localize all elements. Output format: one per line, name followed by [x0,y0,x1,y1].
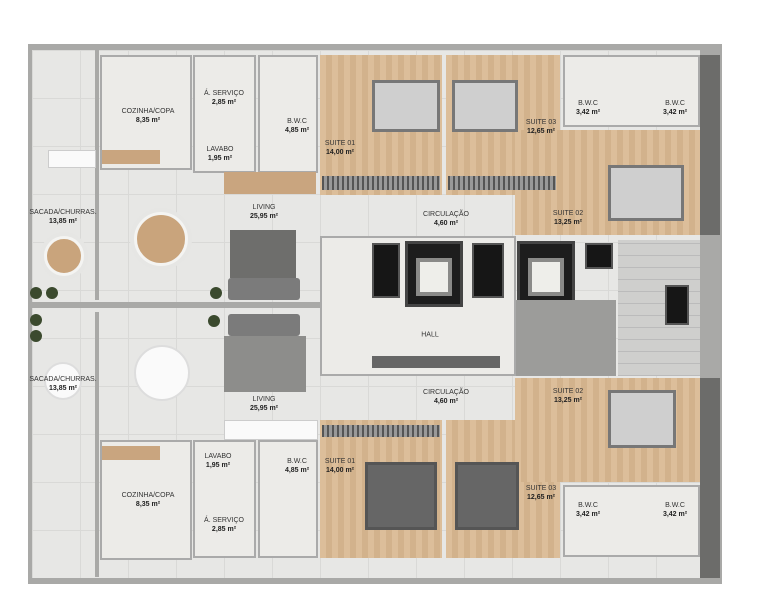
bed [608,390,676,448]
service-lavabo-bottom [193,440,256,558]
facade-right-bottom [700,378,720,578]
balcony-divider-bottom [95,312,99,577]
kitchen-bottom [100,440,192,560]
bed [452,80,518,132]
bwc-pair-top [563,55,700,127]
plant [46,287,58,299]
shaft [665,285,689,325]
rug [230,230,296,278]
bbq-counter-top [48,150,96,168]
shaft [585,243,613,269]
tv-panel-top [224,172,316,194]
room-label-balcony: SACADA/CHURRAS.13,85 m² [29,209,97,225]
kitchen-island-top [102,150,160,164]
plant [30,314,42,326]
sofa [228,314,300,336]
bed [608,165,684,221]
bed [455,462,519,530]
shaft [472,243,504,298]
dining-table [134,212,188,266]
rug [224,336,306,392]
bwc-top [258,55,318,173]
elevator-2 [517,241,575,307]
bwc-pair-bottom [563,485,700,557]
stair-landing [516,300,616,376]
wardrobe [322,176,440,190]
room-label-hall: HALL [421,331,439,339]
wardrobe [448,176,556,190]
wardrobe [322,425,440,437]
plant [208,315,220,327]
balcony-table [44,362,82,400]
plant [30,330,42,342]
plant [30,287,42,299]
plant [210,287,222,299]
tv-panel-bottom [224,420,318,440]
service-lavabo-top [193,55,256,173]
kitchen-island-bottom [102,446,160,460]
sofa [228,278,300,300]
facade-right-top [700,55,720,235]
bed [372,80,440,132]
balcony-divider-top [95,50,99,300]
bed [365,462,437,530]
dining-table [134,345,190,401]
room-label-balcony: SACADA/CHURRAS.13,85 m² [29,376,97,392]
mailboxes [372,356,500,368]
elevator-1 [405,241,463,307]
shaft [372,243,400,298]
balcony-table [44,236,84,276]
bwc-bottom [258,440,318,558]
unit-divider-wall [32,302,320,308]
